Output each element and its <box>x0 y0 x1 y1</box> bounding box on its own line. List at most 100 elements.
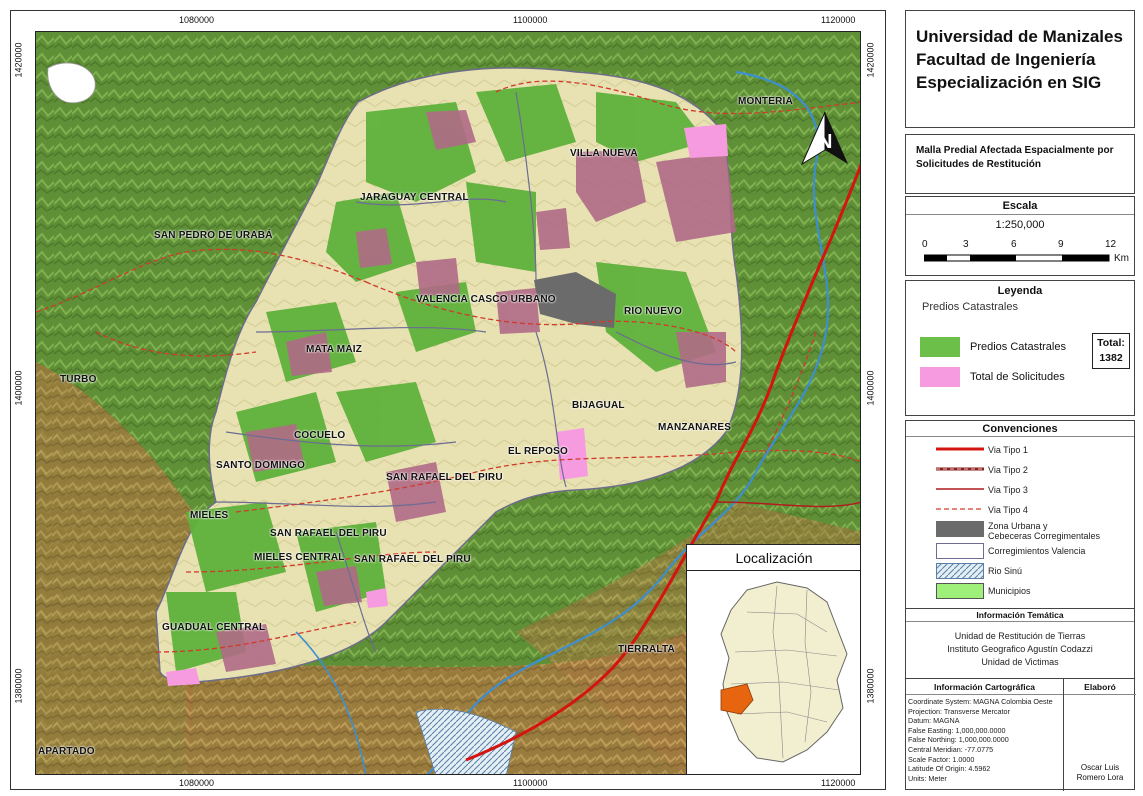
label-mata-maiz: MATA MAIZ <box>306 344 363 355</box>
map-frame: 1080000 1100000 1120000 1080000 1100000 … <box>10 10 886 790</box>
author-line-1: Oscar Luis <box>1080 763 1120 772</box>
conv-cebeceras: Cebeceras Corregimentales <box>988 531 1101 541</box>
coord-bottom-3: 1120000 <box>821 778 856 788</box>
label-bijagual: BIJAGUAL <box>572 400 625 411</box>
coord-right-3: 1380000 <box>865 668 876 704</box>
scale-tick-4: 12 <box>1105 239 1117 250</box>
title-line-3: Especialización en SIG <box>916 73 1102 92</box>
cart-line-7: Scale Factor: 1.0000 <box>908 754 975 764</box>
total-badge: Total: 1382 <box>1092 333 1130 369</box>
legend-swatch-solicitudes <box>920 367 960 387</box>
map-graphic <box>36 32 860 774</box>
coord-top-1: 1080000 <box>179 15 215 25</box>
legend-group: Predios Catastrales <box>922 301 1018 313</box>
title-box: Universidad de Manizales Facultad de Ing… <box>905 10 1135 128</box>
author-line-2: Romero Lora <box>1076 773 1124 782</box>
label-mieles: MIELES <box>190 510 229 521</box>
north-letter: N <box>818 131 832 153</box>
label-san-rafael-del-piru-2: SAN RAFAEL DEL PIRU <box>270 528 387 539</box>
label-valencia-casco-urbano: VALENCIA CASCO URBANO <box>416 294 556 305</box>
total-value: 1382 <box>1099 352 1123 364</box>
coord-left-1: 1420000 <box>13 42 24 78</box>
map-subtitle: Malla Predial Afectada Espacialmente por… <box>916 145 1114 170</box>
legend-label-predios: Predios Catastrales <box>970 341 1066 353</box>
cart-line-3: Datum: MAGNA <box>908 716 960 726</box>
conv-rio-sinu: Rio Sinú <box>988 566 1023 576</box>
coord-top-3: 1120000 <box>821 15 856 25</box>
cart-line-8: Latitude Of Origin: 4.5962 <box>908 764 991 774</box>
scale-tick-1: 3 <box>963 239 969 250</box>
scale-head: Escala <box>906 197 1134 215</box>
cart-line-4: False Easting: 1,000,000.0000 <box>908 725 1006 735</box>
cartografica-box: Información Cartográfica Coordinate Syst… <box>905 678 1136 791</box>
label-san-rafael-del-piru-1: SAN RAFAEL DEL PIRU <box>386 472 503 483</box>
label-monteria: MONTERIA <box>738 96 793 107</box>
label-santo-domingo: SANTO DOMINGO <box>216 460 306 471</box>
scale-unit: Km <box>1114 253 1129 264</box>
inset-title: Localización <box>687 545 860 571</box>
scale-tick-2: 6 <box>1011 239 1017 250</box>
label-tierralta: TIERRALTA <box>618 644 675 655</box>
label-rio-nuevo: RIO NUEVO <box>624 306 682 317</box>
map-canvas[interactable]: MONTERIA VILLA NUEVA JARAGUAY CENTRAL SA… <box>35 31 861 775</box>
cart-line-2: Projection: Transverse Mercator <box>908 706 1010 716</box>
coord-left-3: 1380000 <box>13 668 24 704</box>
tematica-head: Información Temática <box>906 609 1134 622</box>
coord-left-2: 1400000 <box>13 370 24 406</box>
scale-ratio: 1:250,000 <box>995 219 1045 231</box>
scale-box: Escala 1:250,000 0 3 6 9 12 Km <box>905 196 1135 276</box>
conv-municipios-swatch <box>936 583 984 599</box>
title-line-2: Facultad de Ingeniería <box>916 50 1096 69</box>
tematica-line-3: Unidad de Victimas <box>981 657 1059 667</box>
conv-via-tipo-1: Via Tipo 1 <box>988 445 1028 455</box>
coord-bottom-2: 1100000 <box>513 778 548 788</box>
label-turbo: TURBO <box>60 374 97 385</box>
label-jaraguay-central: JARAGUAY CENTRAL <box>360 192 469 203</box>
cart-line-9: Units: Meter <box>908 773 947 783</box>
conv-rio-swatch <box>936 563 984 579</box>
legend-swatch-predios <box>920 337 960 357</box>
tematica-line-2: Instituto Geografico Agustín Codazzi <box>947 644 1093 654</box>
conv-zona-urbana: Zona Urbana y <box>988 521 1048 531</box>
scale-bar-icon <box>924 254 1110 262</box>
legend-label-solicitudes: Total de Solicitudes <box>970 371 1065 383</box>
scale-tick-0: 0 <box>922 239 928 250</box>
conv-via-tipo-2: Via Tipo 2 <box>988 465 1028 475</box>
total-label: Total: <box>1097 337 1125 349</box>
conv-urban-swatch <box>936 521 984 537</box>
cart-line-5: False Northing: 1,000,000.0000 <box>908 735 1009 745</box>
label-villa-nueva: VILLA NUEVA <box>570 148 638 159</box>
conventions-box: Convenciones Via Tipo 1 Via Tipo 2 Via T… <box>905 420 1135 610</box>
coord-top-2: 1100000 <box>513 15 548 25</box>
scale-tick-3: 9 <box>1058 239 1064 250</box>
cart-line-6: Central Meridian: -77.0775 <box>908 744 994 754</box>
label-guadual-central: GUADUAL CENTRAL <box>162 622 266 633</box>
cartografica-head: Información Cartográfica <box>906 679 1063 695</box>
label-san-pedro-de-uraba: SAN PEDRO DE URABÁ <box>154 230 273 241</box>
legend-box: Leyenda Predios Catastrales Predios Cata… <box>905 280 1135 416</box>
title-line-1: Universidad de Manizales <box>916 27 1123 46</box>
road-symbols-icon <box>936 447 984 510</box>
cart-line-1: Coordinate System: MAGNA Colombia Oeste <box>908 697 1053 706</box>
conv-via-tipo-4: Via Tipo 4 <box>988 505 1028 515</box>
label-cocuelo: COCUELO <box>294 430 346 441</box>
tematica-line-1: Unidad de Restitución de Tierras <box>954 631 1086 641</box>
north-arrow-icon: N <box>800 111 848 166</box>
conv-municipios: Municipios <box>988 586 1031 596</box>
coord-right-1: 1420000 <box>865 42 876 78</box>
label-manzanares: MANZANARES <box>658 422 732 433</box>
inset-graphic <box>720 581 848 763</box>
coord-right-2: 1400000 <box>865 370 876 406</box>
conv-corregimientos-swatch <box>936 543 984 559</box>
label-apartado: APARTADO <box>38 746 95 757</box>
label-mieles-central: MIELES CENTRAL <box>254 552 345 563</box>
conv-corregimientos: Corregimientos Valencia <box>988 546 1086 556</box>
label-el-reposo: EL REPOSO <box>508 446 568 457</box>
conv-via-tipo-3: Via Tipo 3 <box>988 485 1028 495</box>
legend-panel: Universidad de Manizales Facultad de Ing… <box>905 10 1136 791</box>
tematica-box: Información Temática Unidad de Restituci… <box>905 608 1135 680</box>
subtitle-box: Malla Predial Afectada Espacialmente por… <box>905 134 1135 194</box>
inset-map: Localización <box>686 544 860 774</box>
legend-head: Leyenda <box>997 285 1043 297</box>
coord-bottom-1: 1080000 <box>179 778 215 788</box>
